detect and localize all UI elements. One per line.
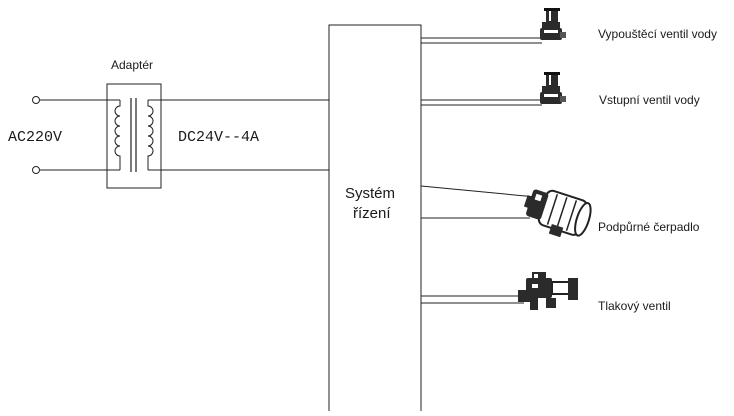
booster-pump-label: Podpůrné čerpadlo	[598, 220, 700, 234]
inlet-valve-label: Vstupní ventil vody	[599, 93, 700, 107]
pressure-valve-icon	[518, 272, 578, 310]
drain-valve-label: Vypouštěcí ventil vody	[598, 27, 717, 41]
booster-pump-icon	[523, 189, 592, 238]
drain-valve-icon	[540, 8, 566, 40]
controller-label-line2: řízení	[353, 205, 391, 222]
ac-input-label: AC220V	[8, 129, 62, 146]
dc-wires	[161, 99, 329, 171]
ac-terminals	[32, 96, 107, 174]
pressure-valve-label: Tlakový ventil	[598, 299, 671, 313]
dc-output-label: DC24V--4A	[178, 129, 259, 146]
output-wires	[420, 37, 542, 304]
controller-label-line1: Systém	[345, 185, 395, 202]
adapter-transformer	[106, 83, 162, 189]
inlet-valve-icon	[540, 72, 566, 104]
adapter-label: Adaptér	[111, 58, 153, 72]
